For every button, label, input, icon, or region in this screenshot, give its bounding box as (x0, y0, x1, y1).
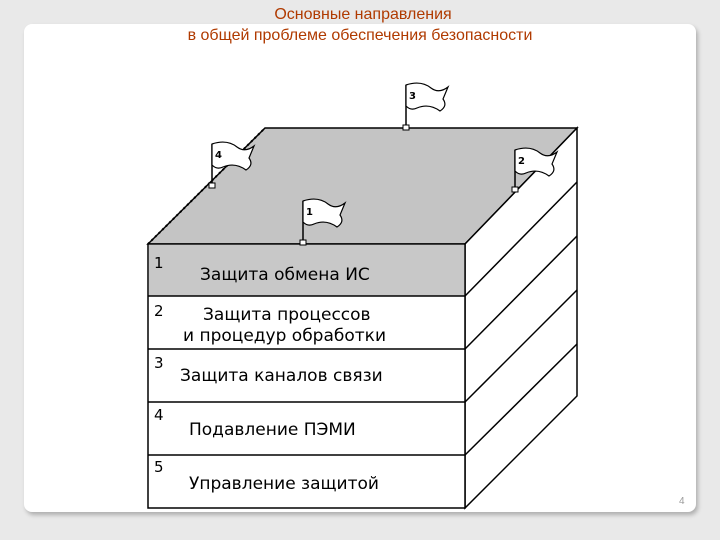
flag-3-number: 3 (409, 91, 416, 102)
flag-3: 3 (402, 82, 450, 131)
flag-4-number: 4 (215, 150, 222, 161)
flag-1-number: 1 (306, 207, 313, 218)
layer-1-label: Защита обмена ИС (200, 265, 370, 285)
layer-4-label: Подавление ПЭМИ (189, 420, 356, 440)
layer-2-number: 2 (154, 302, 164, 320)
layer-5-label: Управление защитой (189, 474, 379, 494)
title-line-1: Основные направления (274, 6, 452, 23)
flag-2: 2 (511, 147, 559, 193)
right-face-layer-lines (464, 181, 578, 456)
front-face-dividers (148, 295, 465, 456)
flag-4: 4 (208, 141, 256, 189)
slide-title: Основные направления в общей проблеме об… (0, 4, 720, 46)
flag-2-number: 2 (518, 156, 525, 167)
title-line-2: в общей проблеме обеспечения безопасност… (187, 27, 533, 44)
flag-1: 1 (299, 198, 347, 246)
flag-3-cloth (405, 82, 450, 112)
flag-2-cloth (514, 147, 559, 177)
layer-1-number: 1 (154, 254, 164, 272)
layer-2-label-line1: Защита процессов (203, 305, 371, 325)
flag-4-cloth (211, 141, 256, 171)
layer-3-label: Защита каналов связи (180, 366, 383, 386)
layer-1-highlight (149, 245, 464, 296)
flag-1-cloth (302, 198, 347, 228)
page-number: 4 (679, 496, 685, 507)
layer-3-number: 3 (154, 354, 164, 372)
layer-5-number: 5 (154, 458, 164, 476)
layer-4-number: 4 (154, 406, 164, 424)
layer-2-label-line2: и процедур обработки (183, 326, 386, 346)
